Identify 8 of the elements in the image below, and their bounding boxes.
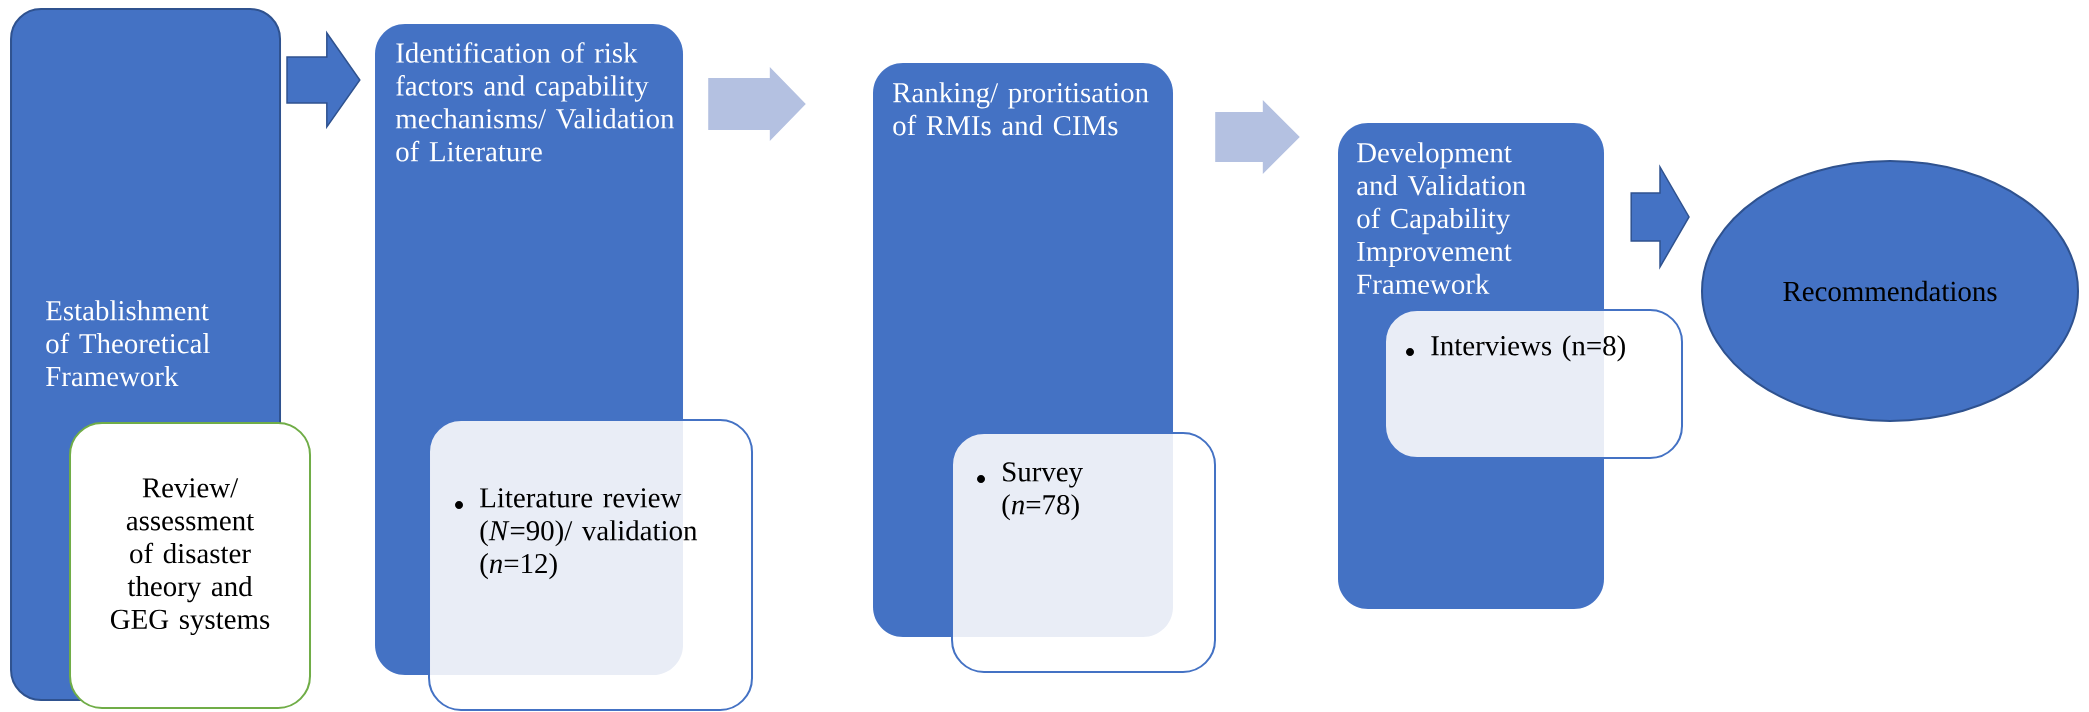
note-box: Survey (n=78): [951, 432, 1216, 673]
note-box: Literature review (N=90)/ validation (n=12): [428, 419, 753, 711]
block-arrow: [708, 67, 806, 141]
block-arrow: [286, 30, 361, 130]
note-box: Review/ assessment of disaster theory and GEG systems: [69, 422, 311, 709]
block-arrow: [1215, 100, 1300, 174]
note-box: Interviews (n=8): [1384, 309, 1683, 459]
block-arrow: [1630, 164, 1690, 270]
